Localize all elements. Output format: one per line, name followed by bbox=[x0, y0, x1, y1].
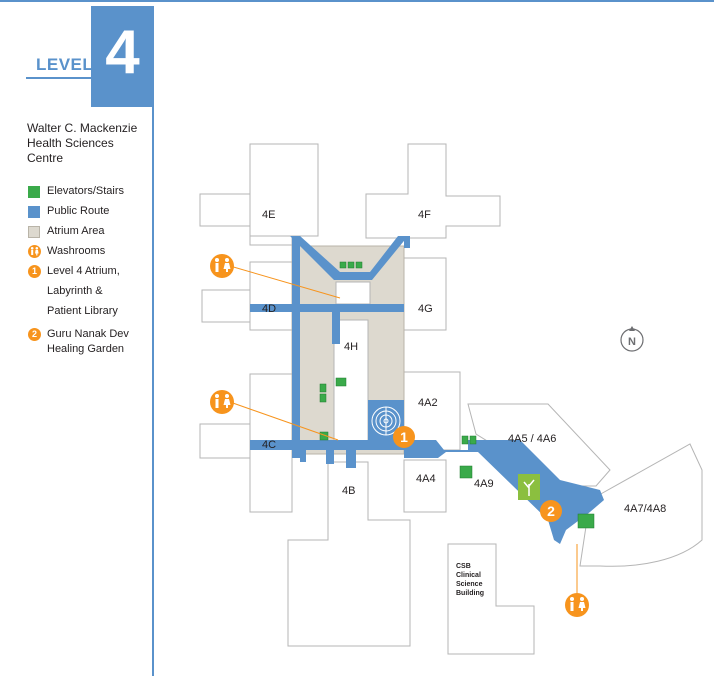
elevator-icon bbox=[461, 435, 469, 445]
elevator-swatch bbox=[28, 186, 40, 198]
csb-label-line: CSB bbox=[456, 563, 471, 570]
legend-atrium-marker: 1 Level 4 Atrium, Labyrinth & Patient Li… bbox=[28, 265, 120, 321]
pod-label-4f: 4F bbox=[418, 209, 431, 221]
sidebar-divider bbox=[152, 107, 154, 676]
stairs-icon bbox=[577, 513, 595, 529]
pod-label-4a5: 4A5 / 4A6 bbox=[508, 433, 556, 445]
elevator-icon bbox=[339, 261, 347, 269]
pod-label-4e: 4E bbox=[262, 209, 275, 221]
public-route-west bbox=[292, 236, 300, 458]
stairs-icon bbox=[459, 465, 473, 479]
public-route-4b-stub bbox=[326, 450, 334, 464]
marker-2-label: 2 bbox=[547, 503, 555, 519]
marker-1: 1 bbox=[393, 426, 415, 448]
stairs-icon bbox=[335, 377, 347, 387]
washroom-leader bbox=[229, 401, 339, 441]
level-word: LEVEL bbox=[36, 55, 94, 74]
elevator-icon bbox=[319, 383, 327, 393]
pod-4c-shape bbox=[199, 373, 293, 513]
public-route-south bbox=[250, 440, 410, 450]
csb-label-line: Clinical bbox=[456, 572, 481, 579]
pod-label-4a2: 4A2 bbox=[418, 397, 438, 409]
legend-label: Atrium Area bbox=[47, 225, 105, 237]
pod-4f-shape bbox=[365, 143, 501, 239]
public-route-4b bbox=[346, 450, 356, 468]
legend-label: Guru Nanak Dev Healing Garden bbox=[47, 327, 129, 357]
pod-label-4h: 4H bbox=[344, 341, 358, 353]
legend-atrium: Atrium Area bbox=[28, 225, 104, 241]
atrium-swatch bbox=[28, 226, 40, 238]
north-label: N bbox=[628, 336, 636, 348]
legend-garden-marker: 2 Guru Nanak Dev Healing Garden bbox=[28, 328, 129, 357]
washroom-icon bbox=[210, 254, 234, 278]
legend-elevators: Elevators/Stairs bbox=[28, 185, 124, 201]
public-route-ne bbox=[404, 236, 410, 248]
pod-4b-shape bbox=[287, 461, 411, 647]
level-underline bbox=[26, 77, 91, 79]
pod-4a4-shape bbox=[403, 459, 447, 513]
legend-label: Public Route bbox=[47, 205, 110, 217]
elevator-icon bbox=[347, 261, 355, 269]
legend-label-line: Healing Garden bbox=[47, 343, 125, 355]
legend-label: Level 4 Atrium, Labyrinth & Patient Libr… bbox=[47, 261, 120, 321]
legend-washrooms: Washrooms bbox=[28, 245, 105, 261]
pod-label-4g: 4G bbox=[418, 303, 433, 315]
csb-label-line: Building bbox=[456, 590, 484, 597]
pod-label-4c: 4C bbox=[262, 439, 276, 451]
public-route-sw-stub bbox=[300, 450, 306, 462]
labyrinth bbox=[371, 406, 401, 436]
pod-4g-shape bbox=[403, 257, 447, 331]
elevator-icon bbox=[469, 435, 477, 445]
elevator-icon bbox=[355, 261, 363, 269]
public-route-top-funnel bbox=[290, 236, 408, 280]
pod-label-4a7: 4A7/4A8 bbox=[624, 503, 666, 515]
level-number: 4 bbox=[105, 18, 140, 87]
legend-public-route: Public Route bbox=[28, 205, 109, 221]
building-name-line1: Walter C. Mackenzie bbox=[27, 121, 138, 135]
public-route-crossing bbox=[250, 304, 404, 312]
pod-label-4a9: 4A9 bbox=[474, 478, 494, 490]
legend-label-line: Level 4 Atrium, bbox=[47, 265, 120, 277]
public-route-swatch bbox=[28, 206, 40, 218]
pod-4a5-shape bbox=[467, 403, 611, 487]
elevator-icon bbox=[319, 393, 327, 403]
building-name-line2: Health Sciences Centre bbox=[27, 136, 114, 165]
washroom-leader bbox=[229, 265, 341, 299]
washroom-icon bbox=[210, 390, 234, 414]
level-tab bbox=[91, 6, 154, 107]
washroom-icon bbox=[28, 245, 41, 258]
legend-label: Elevators/Stairs bbox=[47, 185, 125, 197]
marker-1-label: 1 bbox=[400, 429, 408, 445]
pod-label-4d: 4D bbox=[262, 303, 276, 315]
csb-building-shape bbox=[447, 543, 535, 655]
pod-4e-shape bbox=[199, 143, 319, 246]
library-room bbox=[335, 281, 371, 305]
marker-2: 2 bbox=[540, 500, 562, 522]
pod-4a7-shape bbox=[579, 443, 703, 567]
washroom-icon bbox=[565, 593, 589, 617]
legend-label: Washrooms bbox=[47, 245, 106, 257]
marker-2-icon: 2 bbox=[28, 328, 41, 341]
building-name: Walter C. Mackenzie Health Sciences Cent… bbox=[27, 121, 152, 166]
pod-label-4a4: 4A4 bbox=[416, 473, 436, 485]
legend-label-line: Guru Nanak Dev bbox=[47, 328, 129, 340]
pod-label-4b: 4B bbox=[342, 485, 355, 497]
garden-plant-icon bbox=[523, 479, 535, 496]
legend-label-line: Labyrinth & bbox=[47, 285, 103, 297]
legend-label-line: Patient Library bbox=[47, 305, 118, 317]
public-route-center bbox=[332, 304, 340, 344]
csb-label-line: Science bbox=[456, 581, 483, 588]
marker-1-icon: 1 bbox=[28, 265, 41, 278]
north-compass: N bbox=[620, 326, 644, 352]
top-rule bbox=[0, 0, 714, 2]
